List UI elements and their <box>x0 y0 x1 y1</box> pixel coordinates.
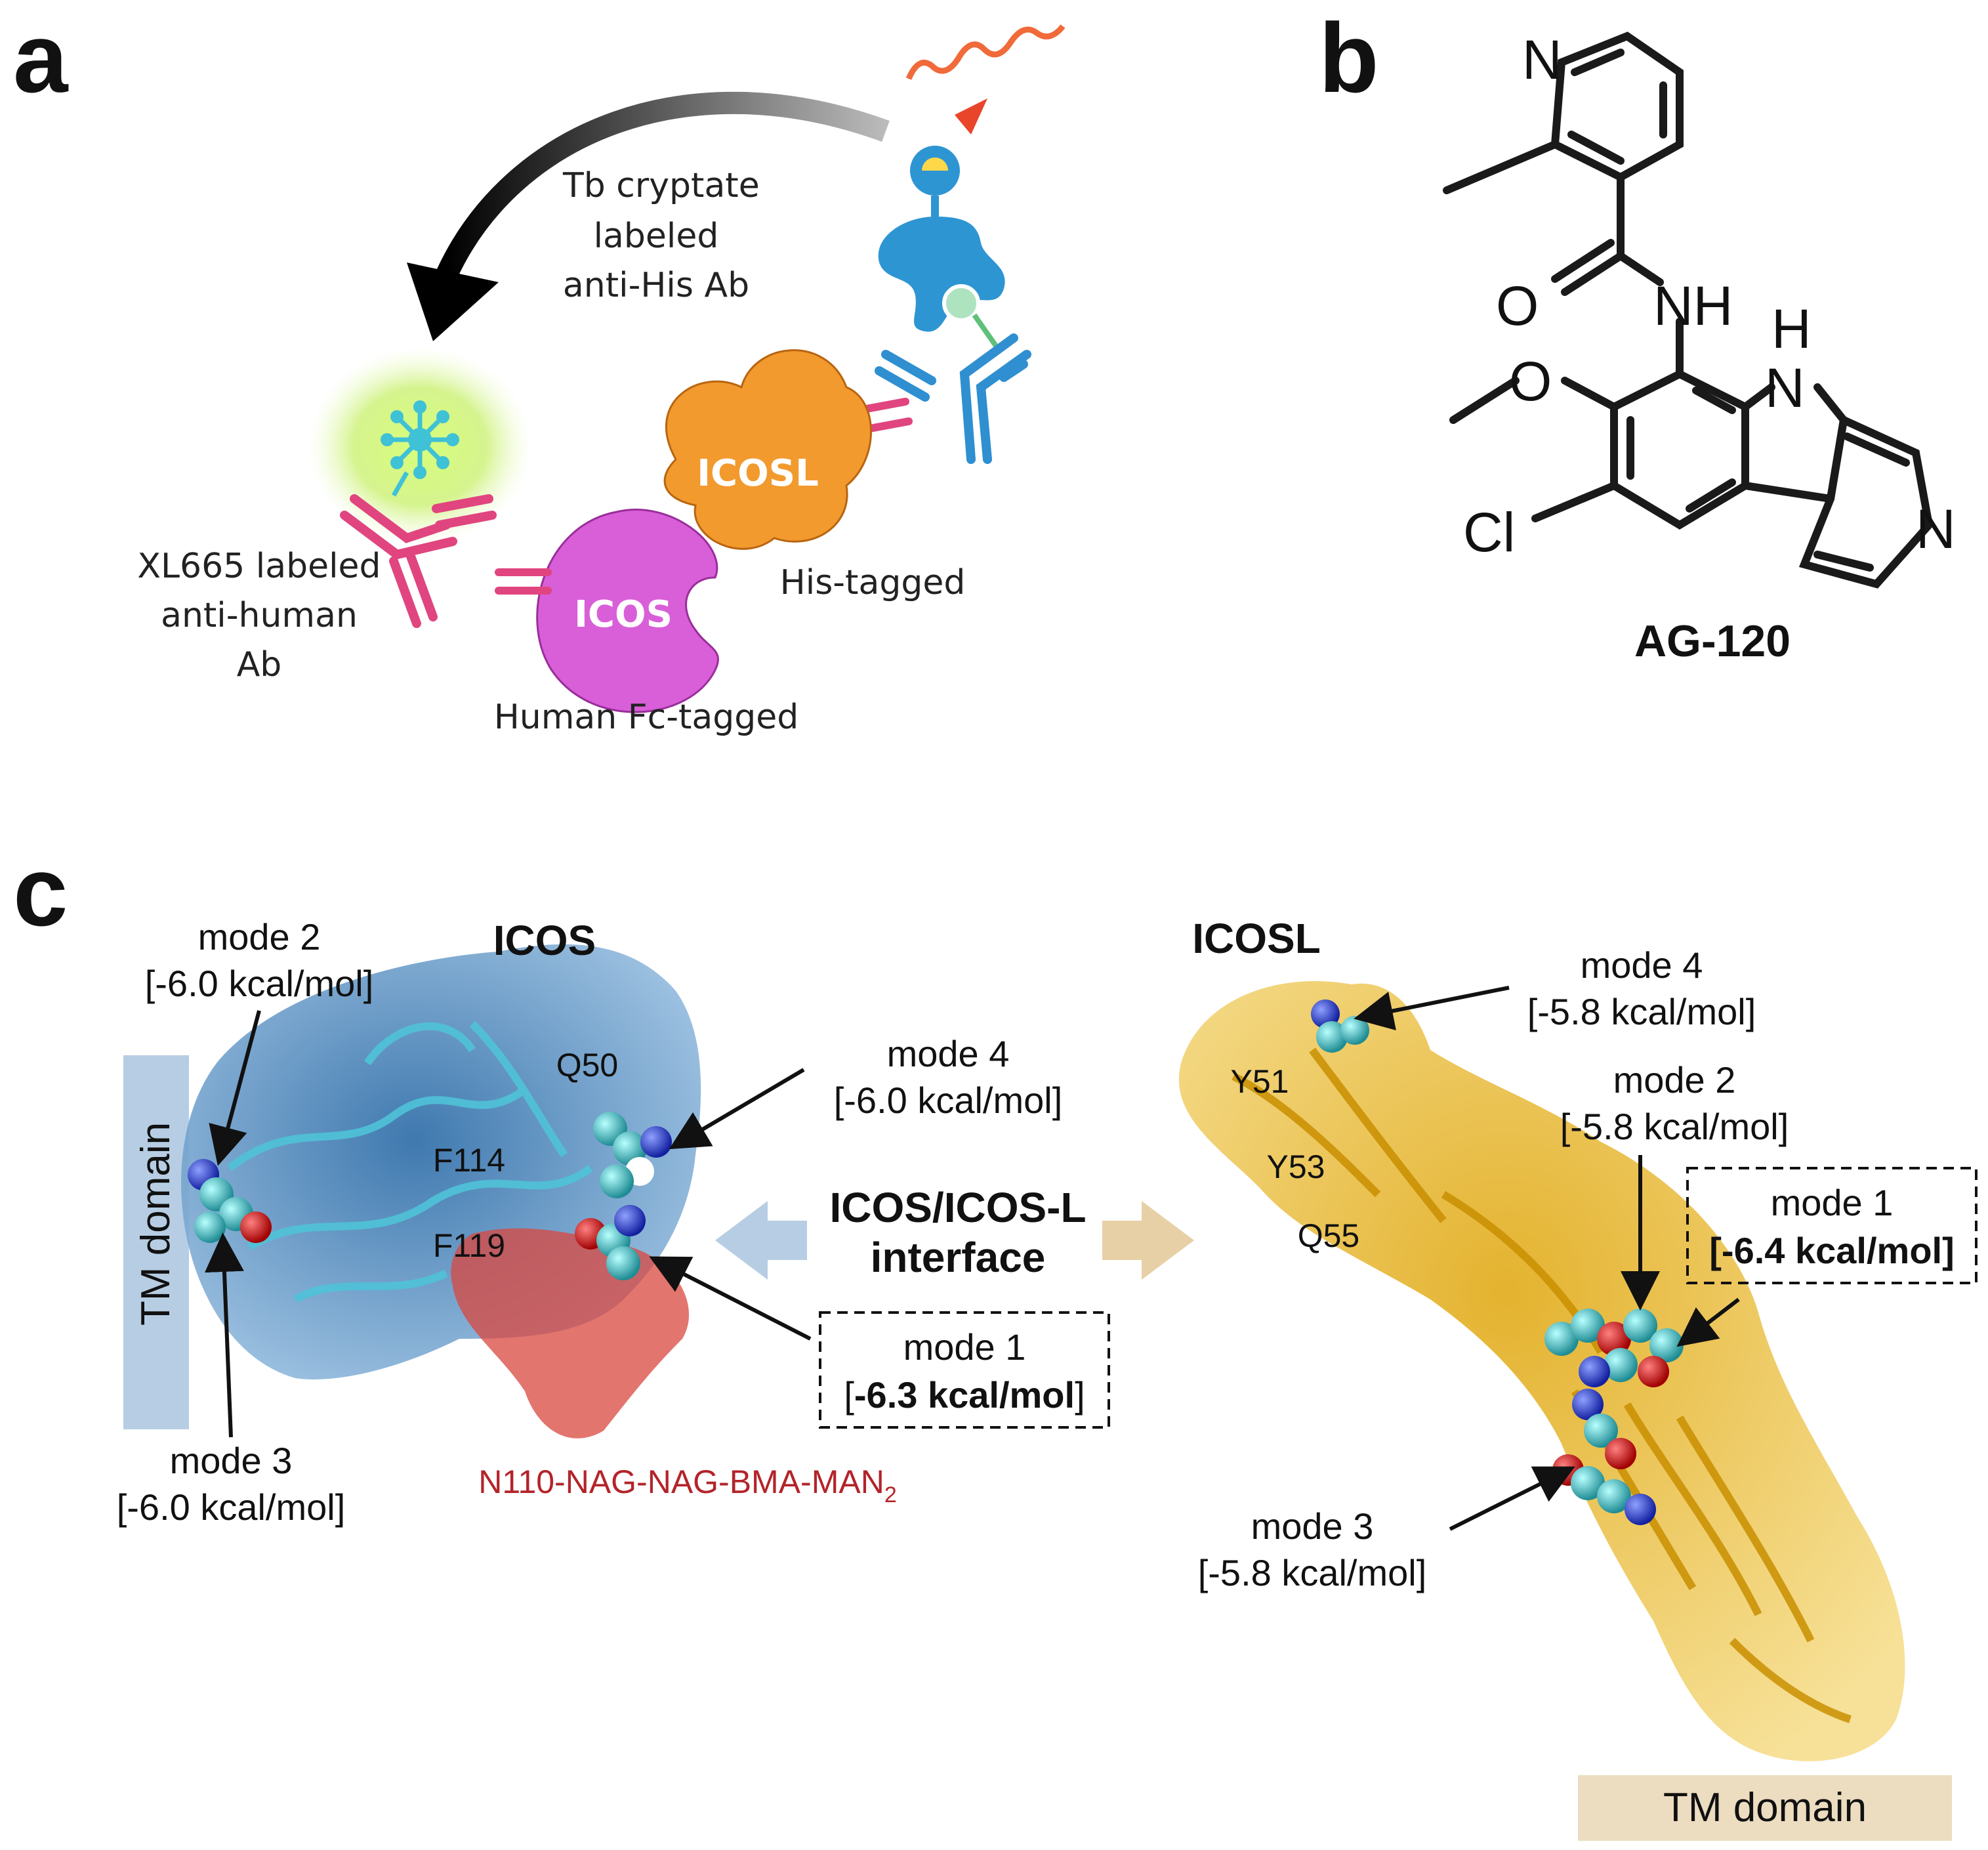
icosl-mode3-name: mode 3 <box>1251 1505 1374 1547</box>
glycan-label: N110-NAG-NAG-BMA-MAN2 <box>478 1463 897 1507</box>
icosl-mode1-box <box>1686 1167 1978 1284</box>
icosl-mode1-arrow <box>1676 1297 1740 1347</box>
fc-tagged-label: Human Fc-tagged <box>494 698 799 737</box>
icosl-residue-y53: Y53 <box>1267 1148 1325 1185</box>
panel-a-schematic: ICOSL His-tagged ICOS Human Fc-tagged <box>137 24 1066 737</box>
xl-label-line3: Ab <box>237 645 282 684</box>
atom-nh: NH <box>1653 275 1733 337</box>
icos-mode3-energy: [-6.0 kcal/mol] <box>117 1486 346 1528</box>
icos-mode2-arrow <box>209 1010 261 1166</box>
ag120-structure: N O NH H N O Cl N AG-120 <box>1443 29 1956 666</box>
icos-title: ICOS <box>493 917 596 964</box>
tb-label-line1: Tb cryptate <box>562 166 760 205</box>
icosl-mode3-arrow <box>1449 1466 1575 1531</box>
icos-tm-domain-label: TM domain <box>133 1122 178 1326</box>
atom-o-carbonyl: O <box>1496 275 1539 337</box>
atom-h: H <box>1771 298 1812 360</box>
fret-arrow-head <box>407 263 499 341</box>
atom-cl: Cl <box>1463 501 1515 563</box>
his-tagged-label: His-tagged <box>780 563 966 602</box>
interface-label-line1: ICOS/ICOS-L <box>829 1184 1086 1231</box>
glycan-surface <box>451 1228 690 1439</box>
icosl-mode1-name: mode 1 <box>1771 1182 1894 1223</box>
icos-label: ICOS <box>574 593 673 636</box>
atom-o-methoxy: O <box>1509 350 1552 412</box>
icosl-title: ICOSL <box>1192 915 1321 962</box>
icosl-mode4-name: mode 4 <box>1581 944 1703 986</box>
icos-mode1-name: mode 1 <box>903 1326 1026 1368</box>
fret-arrow <box>436 91 890 281</box>
icos-protein <box>536 509 719 713</box>
xl-label-line2: anti-human <box>161 596 358 635</box>
icos-residue-f119: F119 <box>433 1227 505 1264</box>
icos-mode4-arrow <box>669 1068 805 1150</box>
icosl-mode2-name: mode 2 <box>1613 1059 1736 1101</box>
icos-mode3-arrow <box>204 1232 244 1438</box>
excitation-light-wave <box>905 24 1066 80</box>
atom-n-indole: N <box>1765 357 1805 419</box>
compound-name: AG-120 <box>1634 616 1791 666</box>
interface-arrow-left <box>715 1201 807 1280</box>
icos-tm-domain-bar <box>123 1055 189 1429</box>
light-arrowhead <box>955 98 987 135</box>
icos-mode1-arrow <box>649 1256 812 1341</box>
icos-structure <box>181 944 701 1439</box>
icosl-residue-q55: Q55 <box>1298 1217 1360 1254</box>
icosl-label: ICOSL <box>697 452 819 495</box>
icosl-residue-y51: Y51 <box>1231 1063 1289 1100</box>
icos-mode1-energy: [-6.3 kcal/mol] <box>844 1374 1085 1416</box>
icosl-tm-domain-bar <box>1578 1775 1952 1841</box>
atom-n-pyridine-2: N <box>1916 498 1956 560</box>
icosl-mode2-energy: [-5.8 kcal/mol] <box>1560 1106 1789 1147</box>
xl-label-line1: XL665 labeled <box>137 547 381 586</box>
anti-his-antibody <box>875 333 1031 464</box>
icos-mode3-name: mode 3 <box>170 1440 293 1481</box>
fc-tag-lines <box>495 568 552 595</box>
tb-label-line2: labeled <box>594 217 719 256</box>
atom-n-pyridine: N <box>1522 29 1562 91</box>
icosl-protein <box>663 349 872 550</box>
panel-label-a: a <box>13 3 69 113</box>
icosl-mode4-arrow <box>1354 986 1510 1031</box>
label-bead <box>942 284 980 322</box>
icos-mode4-name: mode 4 <box>887 1033 1010 1074</box>
panel-label-c: c <box>13 836 68 946</box>
interface-label-line2: interface <box>871 1234 1046 1281</box>
icos-residue-q50: Q50 <box>556 1047 619 1083</box>
icos-mode1-box <box>819 1311 1110 1429</box>
icosl-mode1-energy: [-6.4 kcal/mol] <box>1709 1230 1954 1271</box>
panel-label-b: b <box>1319 3 1379 113</box>
icos-mode2-name: mode 2 <box>198 916 321 957</box>
anti-human-antibody <box>340 494 497 628</box>
icosl-tm-domain-label: TM domain <box>1663 1785 1867 1830</box>
interface-arrow-right <box>1102 1201 1194 1280</box>
icos-mode4-energy: [-6.0 kcal/mol] <box>834 1080 1063 1121</box>
icos-mode2-energy: [-6.0 kcal/mol] <box>145 963 374 1004</box>
icosl-mode3-energy: [-5.8 kcal/mol] <box>1198 1552 1427 1593</box>
icosl-mode4-energy: [-5.8 kcal/mol] <box>1527 991 1756 1032</box>
icos-residue-f114: F114 <box>433 1142 505 1179</box>
icosl-structure <box>1178 981 1905 1761</box>
tb-label-line3: anti-His Ab <box>563 266 749 305</box>
cryptate-cage-icon <box>878 217 1005 332</box>
